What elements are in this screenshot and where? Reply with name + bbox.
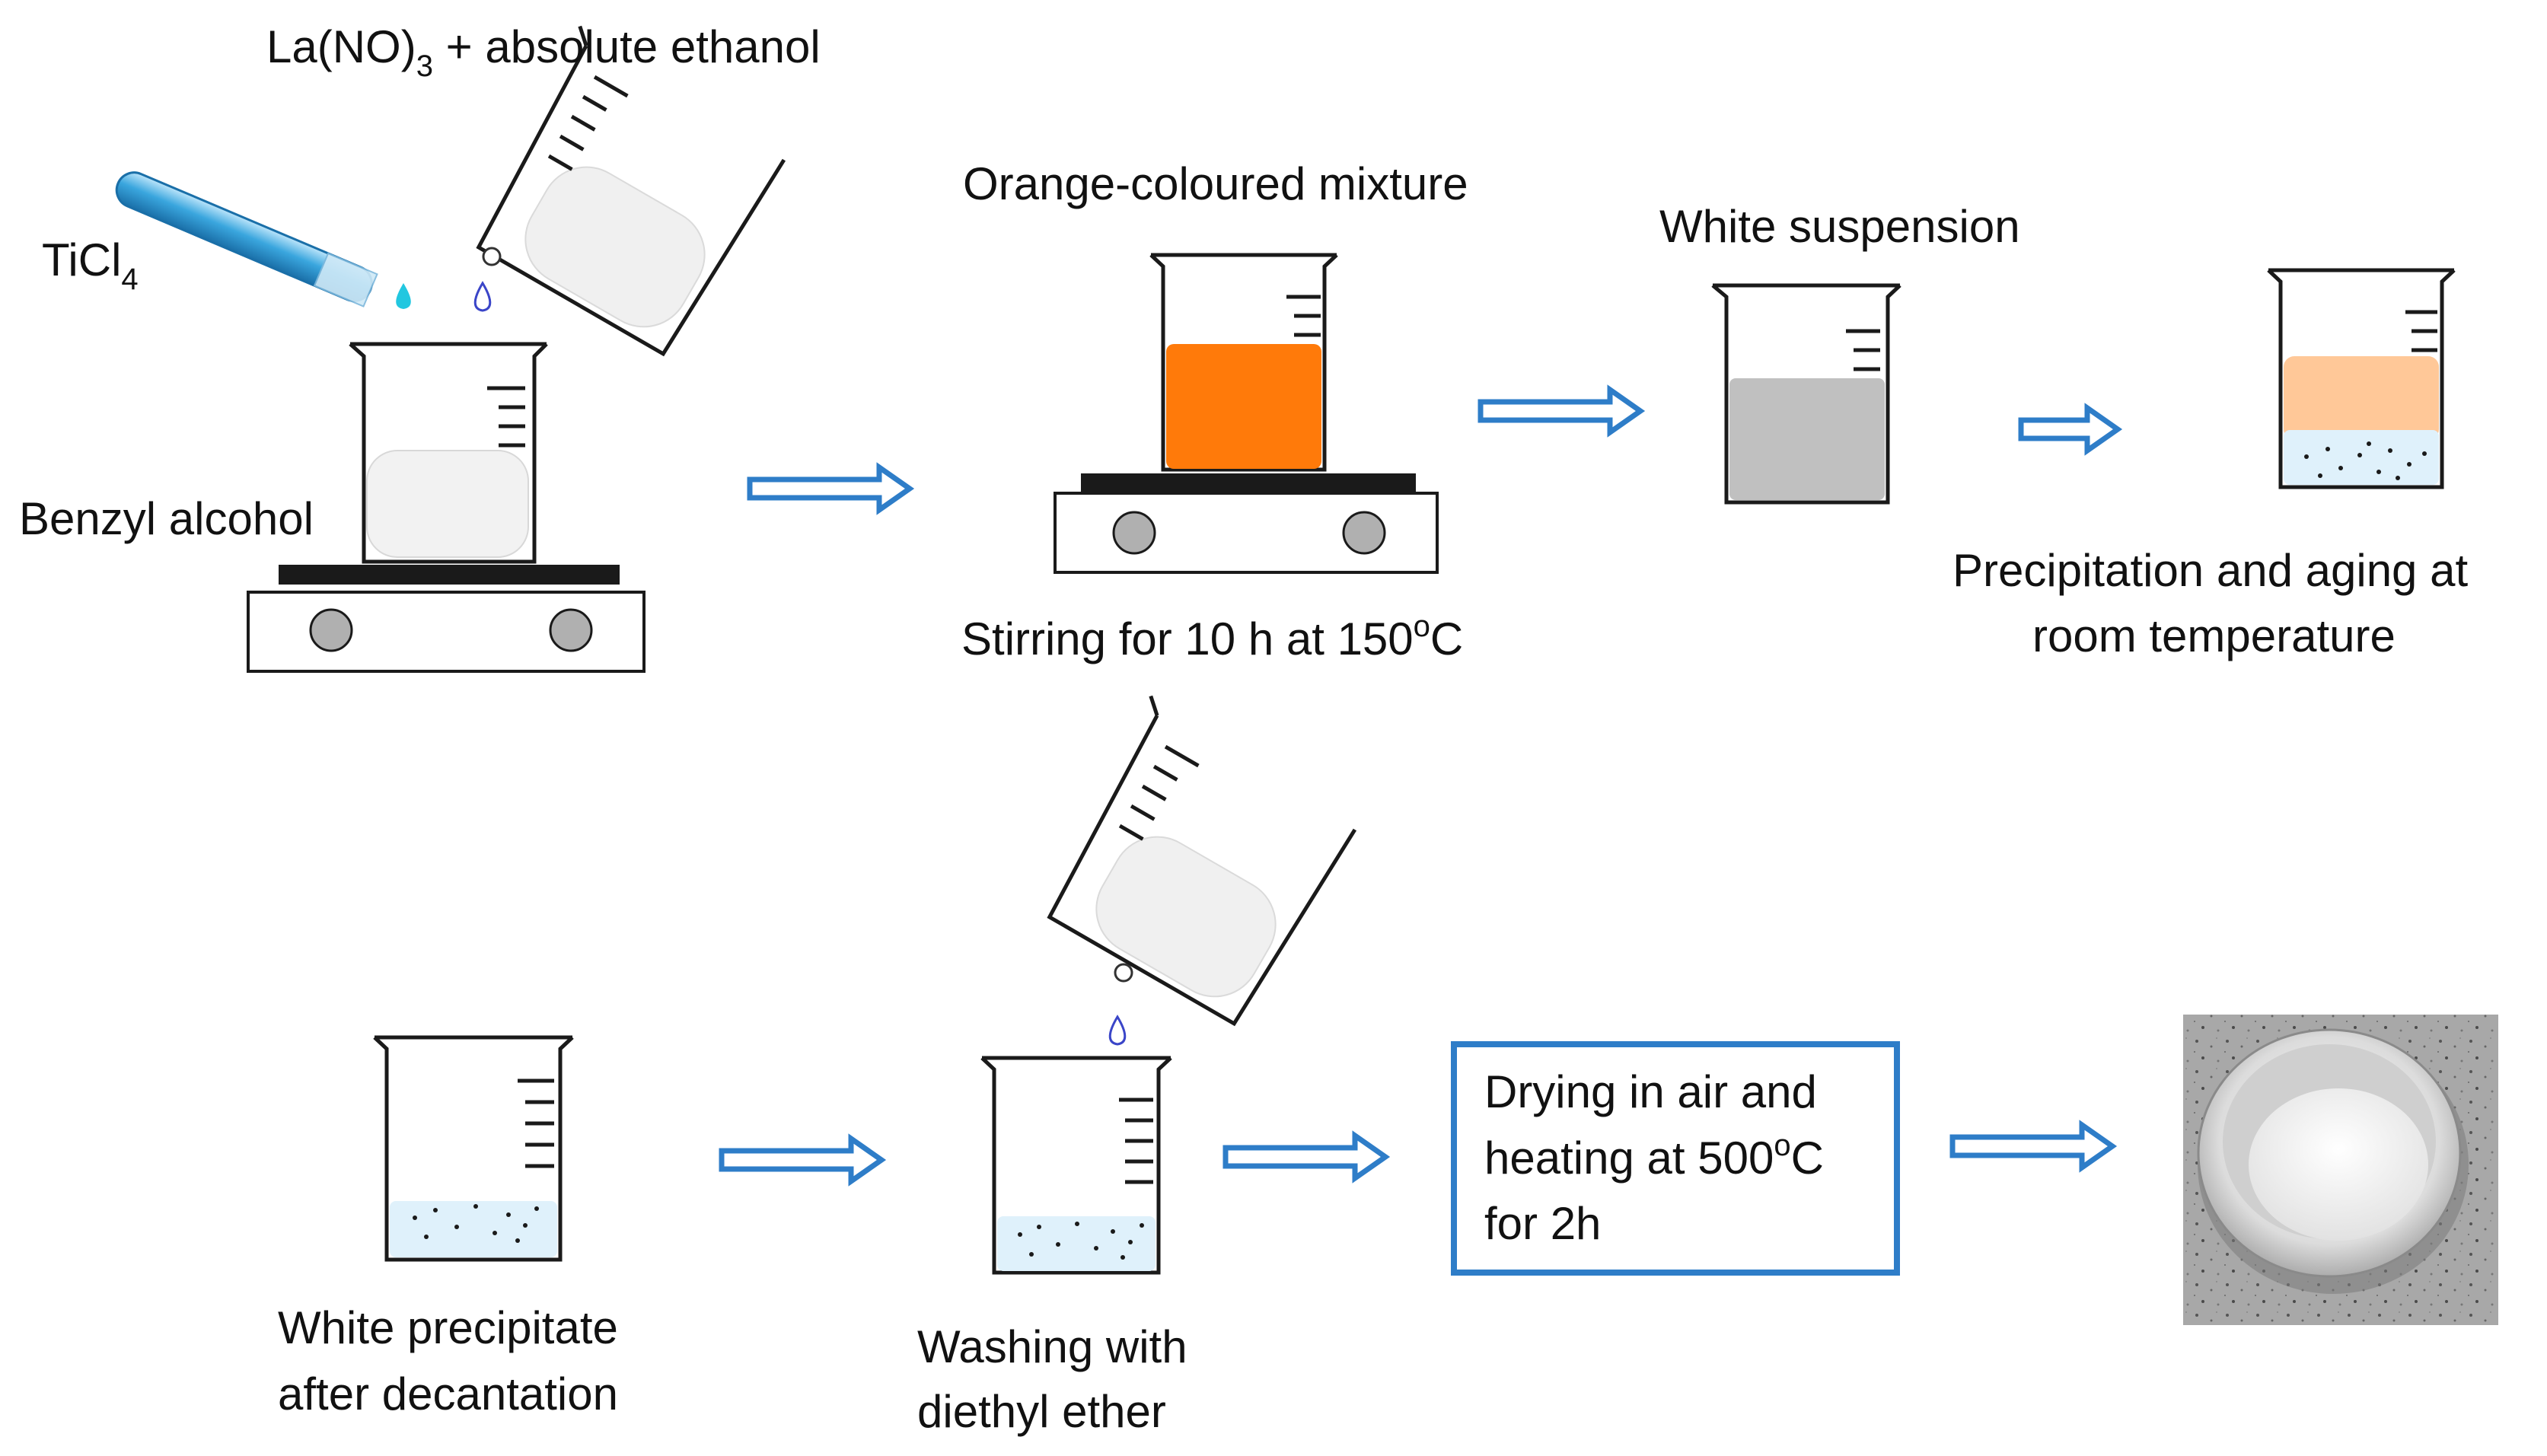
drying-label-line2: heating at 500oC [1484, 1129, 1824, 1184]
beaker-icon [1711, 283, 1901, 505]
knob-icon [1112, 511, 1156, 555]
pouring-beaker-icon [1047, 695, 1357, 1027]
knob-icon [549, 608, 593, 652]
right-arrow-icon [719, 1133, 887, 1187]
hotplate-icon [1054, 473, 1439, 574]
precipitation-label-line1: Precipitation and aging at [1952, 545, 2468, 596]
ticl4-drop-icon [396, 283, 411, 309]
precipitate-dots [413, 1204, 539, 1243]
washing-label-line2: diethyl ether [917, 1386, 1166, 1437]
right-arrow-icon [2018, 403, 2123, 456]
bubble-icon [482, 247, 502, 266]
knob-icon [309, 608, 353, 652]
beaker-icon [980, 1056, 1172, 1275]
hotplate-icon [247, 565, 646, 673]
drying-box [1451, 1041, 1900, 1276]
precipitate-dots [2304, 441, 2427, 480]
powder-bowl-photo [2183, 1015, 2498, 1325]
test-tube-icon [115, 171, 378, 307]
la-no3-label: La(NO)3 + absolute ethanol [266, 21, 821, 83]
knob-icon [1342, 511, 1386, 555]
right-arrow-icon [1478, 384, 1646, 438]
right-arrow-icon [1222, 1130, 1391, 1184]
white-precipitate-label-line2: after decantation [278, 1368, 618, 1419]
white-precipitate-label-line1: White precipitate [278, 1302, 618, 1353]
ethanol-drop-icon [473, 281, 492, 312]
right-arrow-icon [1949, 1120, 2118, 1173]
bubble-icon [1114, 963, 1133, 983]
right-arrow-icon [747, 462, 915, 515]
washing-label-line1: Washing with [917, 1321, 1187, 1372]
drying-label-line3: for 2h [1484, 1198, 1601, 1249]
precipitation-label-line2: room temperature [2032, 610, 2396, 661]
stirring-label: Stirring for 10 h at 150oC [961, 610, 1463, 664]
benzyl-alcohol-label: Benzyl alcohol [19, 493, 314, 544]
precipitate-dots [1018, 1222, 1144, 1260]
beaker-icon [373, 1035, 574, 1262]
orange-mixture-label: Orange-coloured mixture [963, 158, 1468, 209]
beaker-icon [1149, 253, 1338, 472]
pouring-beaker-icon [476, 25, 786, 357]
white-suspension-label: White suspension [1659, 201, 2020, 252]
beaker-icon [2267, 268, 2456, 489]
beaker-icon [349, 342, 548, 564]
ether-drop-icon [1108, 1015, 1127, 1046]
ticl4-label: TiCl4 [42, 234, 139, 296]
drying-label-line1: Drying in air and [1484, 1066, 1817, 1117]
